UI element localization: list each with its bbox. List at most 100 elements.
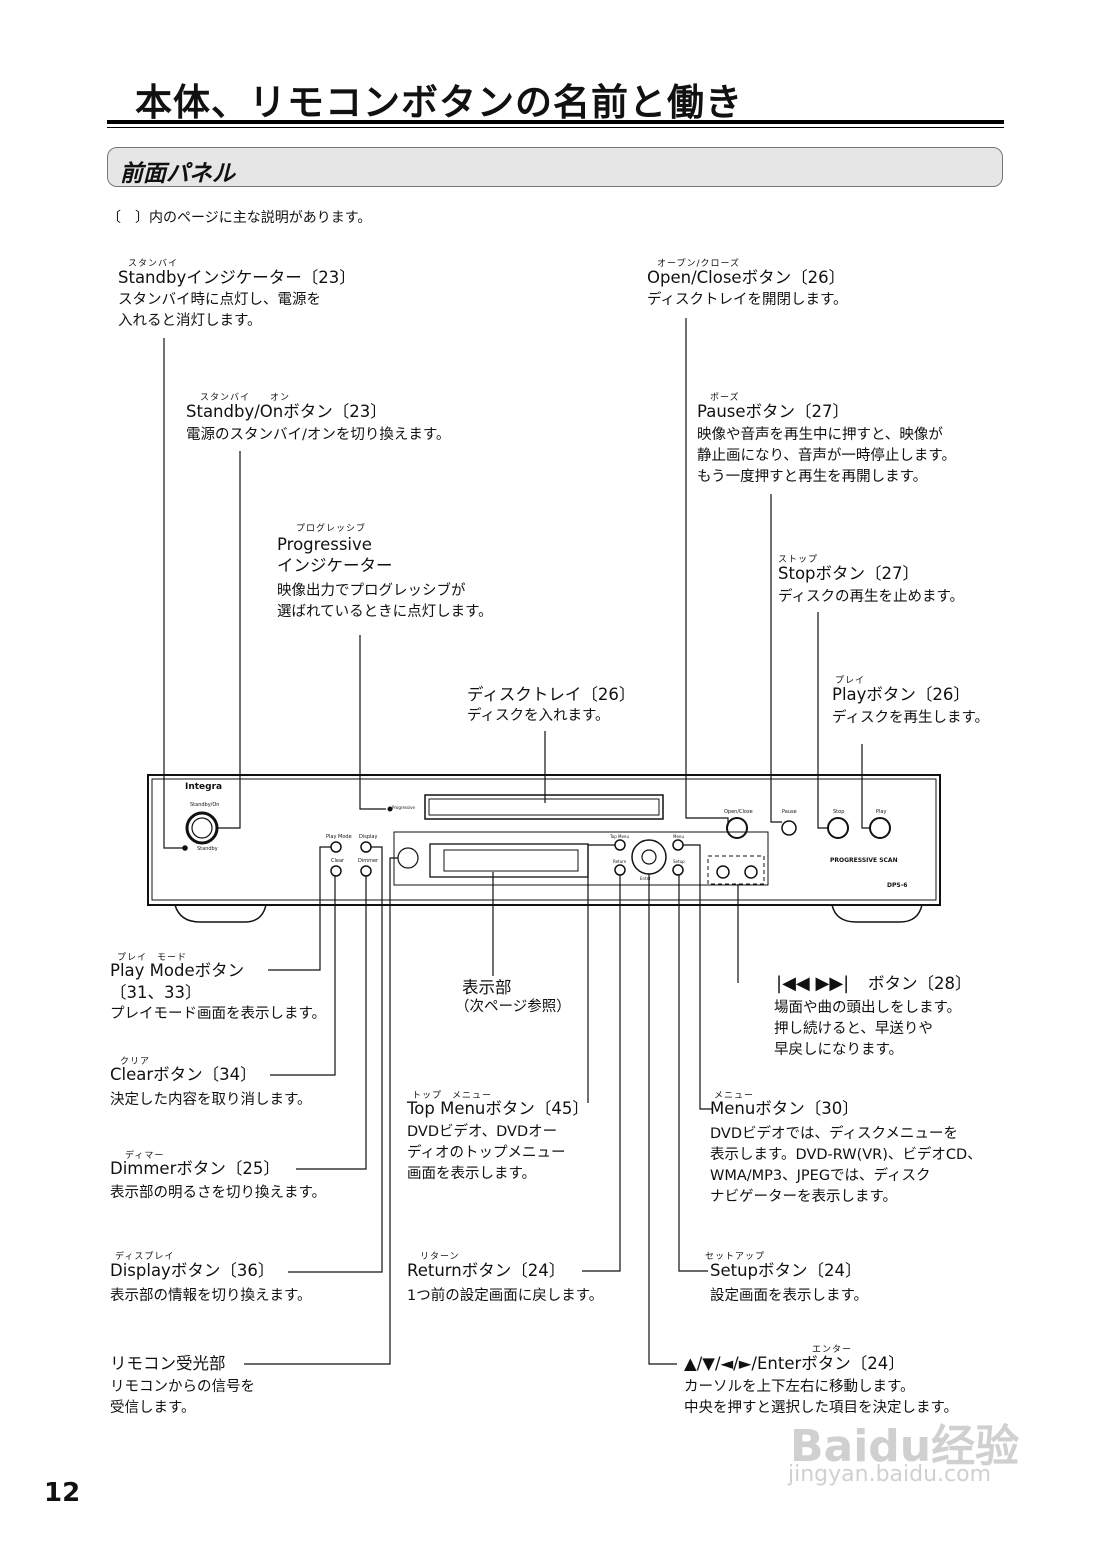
disc-tray-desc: ディスクを入れます。 (467, 708, 610, 724)
pause-desc-1: 映像や音声を再生中に押すと、映像が (697, 427, 943, 443)
model-mark: DPS-6 (887, 882, 908, 889)
display-desc: 表示部の情報を切り換えます。 (110, 1288, 312, 1304)
dimmer-mark: Dimmer (358, 858, 379, 864)
open-close-mark: Open/Close (724, 809, 753, 815)
watermark-url: jingyan.baidu.com (788, 1462, 992, 1487)
standby-mark: Standby (197, 846, 218, 852)
dimmer-desc: 表示部の明るさを切り換えます。 (110, 1185, 327, 1201)
page-note: 〔 〕内のページに主な説明があります。 (107, 210, 372, 226)
play-ruby: プレイ (835, 676, 866, 686)
skip-desc-2: 押し続けると、早送りや (774, 1021, 933, 1037)
top-menu-desc-1: DVDビデオ、DVDオー (407, 1124, 558, 1140)
progressive-label-1: Progressive (277, 535, 372, 554)
stop-label: Stopボタン〔27〕 (778, 564, 920, 583)
return-label: Returnボタン〔24〕 (407, 1261, 566, 1280)
standby-ind-desc-2: 入れると消灯します。 (118, 313, 262, 329)
standby-on-mark: Standby/On (190, 802, 220, 808)
menu-mark: Menu (673, 834, 684, 839)
top-menu-label: Top Menuボタン〔45〕 (407, 1099, 589, 1118)
return-ruby: リターン (420, 1252, 460, 1262)
pause-mark: Pause (782, 809, 797, 815)
standby-on-ruby: スタンバイ オン (200, 393, 291, 403)
cursor-ruby: エンター (812, 1345, 853, 1355)
standby-ind-ruby: スタンバイ (128, 259, 179, 269)
stop-desc: ディスクの再生を止めます。 (778, 589, 965, 605)
open-close-ruby: オープン/クローズ (657, 259, 741, 269)
standby-on-desc: 電源のスタンバイ/オンを切り換えます。 (186, 427, 451, 443)
standby-on-label: Standby/Onボタン〔23〕 (186, 402, 387, 421)
title-rule-thin (107, 127, 1004, 128)
page-title: 本体、リモコンボタンの名前と働き (135, 81, 743, 124)
dimmer-label: Dimmerボタン〔25〕 (110, 1159, 280, 1178)
standby-ind-desc-1: スタンバイ時に点灯し、電源を (118, 292, 321, 308)
clear-label: Clearボタン〔34〕 (110, 1065, 257, 1084)
page-number: 12 (44, 1478, 81, 1508)
remote-desc-1: リモコンからの信号を (110, 1379, 255, 1395)
play-mode-desc: プレイモード画面を表示します。 (110, 1006, 327, 1022)
top-menu-ruby: トップ メニュー (412, 1091, 493, 1101)
display-label: Displayボタン〔36〕 (110, 1261, 275, 1280)
display-area-desc: （次ページ参照） (455, 999, 571, 1015)
display-ruby: ディスプレイ (115, 1252, 175, 1262)
dimmer-ruby: ディマー (125, 1151, 165, 1161)
menu-desc-4: ナビゲーターを表示します。 (710, 1189, 898, 1205)
return-desc: 1つ前の設定画面に戻します。 (407, 1288, 604, 1304)
open-close-label: Open/Closeボタン〔26〕 (647, 268, 846, 287)
standby-ind-label: Standbyインジケーター〔23〕 (118, 268, 356, 287)
remote-desc-2: 受信します。 (110, 1400, 196, 1416)
progressive-label-2: インジケーター (277, 556, 393, 575)
skip-desc-1: 場面や曲の頭出しをします。 (774, 1000, 962, 1016)
menu-label: Menuボタン〔30〕 (710, 1099, 859, 1118)
enter-mark: Enter (640, 876, 651, 881)
stop-mark: Stop (833, 809, 845, 815)
top-menu-desc-2: ディオのトップメニュー (407, 1145, 566, 1161)
cursor-desc-2: 中央を押すと選択した項目を決定します。 (684, 1400, 959, 1416)
brand-logo: Integra (185, 782, 223, 792)
display-area-label: 表示部 (462, 978, 512, 997)
top-menu-desc-3: 画面を表示します。 (407, 1166, 537, 1182)
play-mode-ruby: プレイ モード (117, 953, 188, 963)
play-label: Playボタン〔26〕 (832, 685, 970, 704)
disc-tray-label: ディスクトレイ〔26〕 (467, 685, 636, 704)
cursor-desc-1: カーソルを上下左右に移動します。 (684, 1379, 915, 1395)
remote-label: リモコン受光部 (110, 1354, 226, 1373)
pause-desc-2: 静止画になり、音声が一時停止します。 (697, 448, 956, 464)
skip-next-icon: ▶▶| (815, 973, 850, 994)
display-mark: Display (359, 834, 378, 840)
play-mark: Play (876, 809, 887, 815)
watermark-logo: Baidu经验 (790, 1421, 1020, 1472)
setup-mark: Setup (673, 859, 685, 864)
skip-icons: |◀◀ ▶▶| (776, 974, 849, 994)
progressive-desc-2: 選ばれているときに点灯します。 (277, 604, 493, 620)
pause-label: Pauseボタン〔27〕 (697, 402, 850, 421)
pause-ruby: ポーズ (710, 393, 740, 403)
clear-desc: 決定した内容を取り消します。 (110, 1092, 312, 1108)
play-desc: ディスクを再生します。 (832, 710, 990, 726)
clear-mark: Clear (331, 858, 345, 864)
section-title: 前面パネル (120, 161, 235, 187)
pause-desc-3: もう一度押すと再生を再開します。 (697, 469, 928, 485)
skip-label: ボタン〔28〕 (868, 974, 972, 993)
skip-desc-3: 早戻しになります。 (774, 1042, 904, 1058)
cursor-label: ▲/▼/◄/►/Enterボタン〔24〕 (684, 1354, 905, 1373)
menu-ruby: メニュー (714, 1091, 755, 1101)
progressive-mark: Progressive (392, 805, 416, 810)
play-mode-label-2: 〔31、33〕 (110, 983, 202, 1002)
title-rule (107, 120, 1004, 124)
section-header: 前面パネル (107, 147, 1003, 187)
progressive-desc-1: 映像出力でプログレッシブが (277, 583, 466, 599)
menu-desc-3: WMA/MP3、JPEGでは、ディスク (710, 1168, 931, 1184)
return-mark: Return (613, 859, 627, 864)
top-menu-mark: Top Menu (610, 834, 630, 839)
setup-ruby: セットアップ (705, 1252, 766, 1262)
menu-desc-2: 表示します。DVD-RW(VR)、ビデオCD、 (710, 1147, 982, 1163)
stop-ruby: ストップ (778, 555, 819, 565)
progressive-scan-mark: PROGRESSIVE SCAN (830, 857, 898, 864)
clear-ruby: クリア (120, 1057, 151, 1067)
skip-prev-icon: |◀◀ (776, 973, 810, 994)
menu-desc-1: DVDビデオでは、ディスクメニューを (710, 1126, 958, 1142)
play-mode-label-1: Play Modeボタン (110, 961, 245, 980)
play-mode-mark: Play Mode (326, 834, 352, 840)
progressive-ruby: プログレッシブ (296, 524, 367, 534)
